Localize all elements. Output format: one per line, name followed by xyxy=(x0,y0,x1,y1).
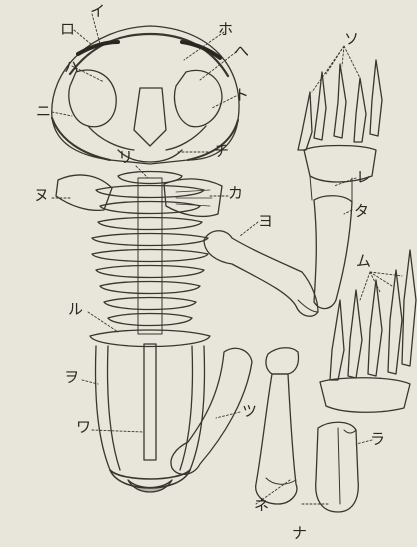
right-orbit xyxy=(175,70,222,126)
pelvic-base xyxy=(110,470,190,488)
skull-outline xyxy=(52,26,239,164)
left-orbit xyxy=(69,70,116,127)
label-ho: ホ xyxy=(218,22,233,37)
label-ta: タ xyxy=(354,204,369,219)
label-chi: チ xyxy=(214,144,229,159)
label-he: へ xyxy=(234,44,249,59)
label-mu: ム xyxy=(356,254,371,269)
label-nu: ヌ xyxy=(34,188,49,203)
tibio-fibula xyxy=(256,374,297,504)
label-re: レ xyxy=(356,170,371,185)
pelvis xyxy=(90,330,210,492)
label-i: イ xyxy=(90,4,105,19)
label-ne: ネ xyxy=(254,498,269,513)
label-tsu: ツ xyxy=(242,404,257,419)
right-pterygoid xyxy=(166,126,206,150)
label-ha: ハ xyxy=(64,60,79,75)
urostyle xyxy=(144,344,156,460)
label-to: ト xyxy=(234,88,249,103)
left-pterygoid xyxy=(88,126,134,150)
label-ni: ニ xyxy=(36,104,51,119)
label-na: ナ xyxy=(292,526,307,541)
label-wa: ワ xyxy=(76,420,91,435)
label-wo: ヲ xyxy=(64,370,79,385)
maxilla-arc xyxy=(70,34,228,76)
astragalus-calcaneum xyxy=(316,422,359,512)
tibio-fibula-head xyxy=(266,348,299,374)
parasphenoid xyxy=(134,88,166,146)
skull xyxy=(52,26,239,164)
label-ri: リ xyxy=(118,150,133,165)
label-ro: ロ xyxy=(60,22,75,37)
label-ru: ル xyxy=(68,302,83,317)
label-ka: カ xyxy=(228,186,243,201)
left-ilium-inner xyxy=(108,346,121,470)
right-ilium-inner xyxy=(180,346,193,470)
right-suprascapula-hatch xyxy=(176,190,212,206)
radio-ulna xyxy=(171,348,252,474)
label-so: ソ xyxy=(344,32,359,47)
humerus-bone xyxy=(204,231,318,317)
label-ra: ラ xyxy=(370,432,385,447)
shoulder-girdle xyxy=(56,175,222,216)
acetabulum xyxy=(128,480,172,492)
label-yo: ヨ xyxy=(258,214,273,229)
hindfoot-lower xyxy=(316,250,416,512)
